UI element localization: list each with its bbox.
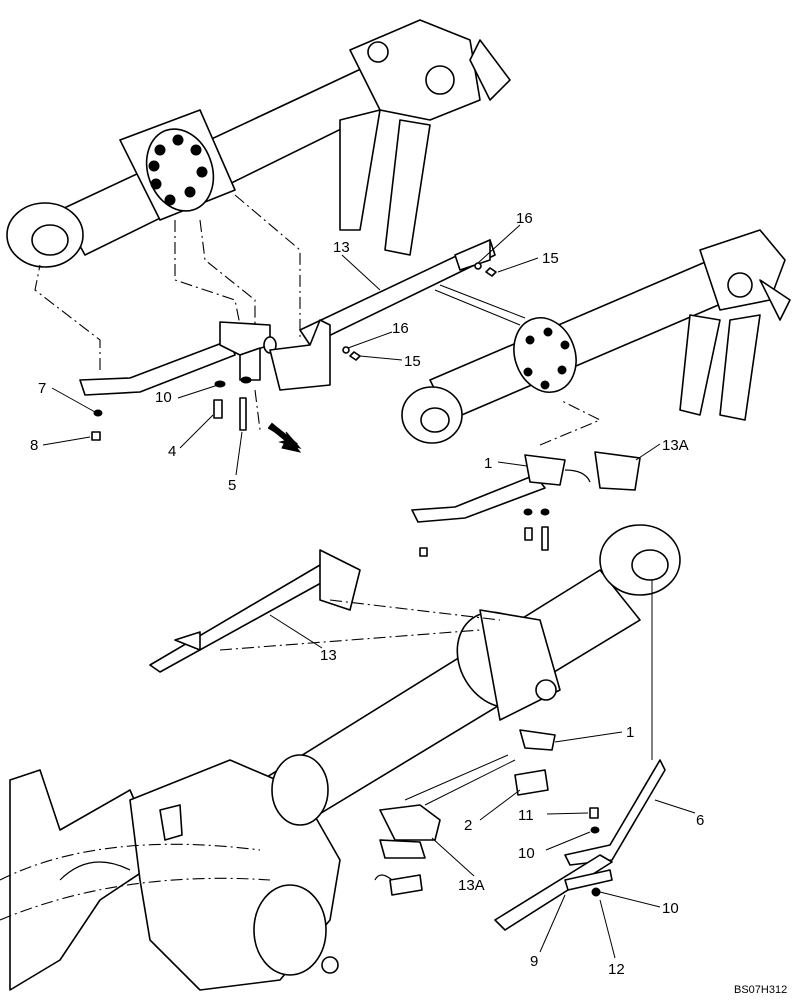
callout-6: 6 xyxy=(696,812,704,829)
callout-10: 10 xyxy=(662,900,679,917)
callout-15: 15 xyxy=(542,250,559,267)
lower-right-parts xyxy=(374,580,666,931)
direction-arrow-icon xyxy=(267,422,302,453)
callouts: 7 8 10 4 5 13 16 15 16 15 1 13A 13 1 2 1… xyxy=(30,210,704,978)
right-cylinder xyxy=(401,229,791,444)
frame-structure xyxy=(0,754,341,991)
callout-5: 5 xyxy=(228,477,236,494)
callout-9: 9 xyxy=(530,953,538,970)
callout-8: 8 xyxy=(30,437,38,454)
callout-16: 16 xyxy=(392,320,409,337)
upper-left-bracket xyxy=(79,321,277,396)
callout-15: 15 xyxy=(404,353,421,370)
callout-1: 1 xyxy=(626,724,634,741)
callout-13: 13 xyxy=(320,647,337,664)
callout-16: 16 xyxy=(516,210,533,227)
callout-2: 2 xyxy=(464,817,472,834)
callout-13: 13 xyxy=(333,239,350,256)
lower-cylinder xyxy=(229,524,681,851)
callout-4: 4 xyxy=(168,443,176,460)
arm-13-upper xyxy=(269,239,496,391)
callout-12: 12 xyxy=(608,961,625,978)
callout-13A: 13A xyxy=(662,437,689,454)
right-bracket xyxy=(411,399,641,557)
lower-arm-13 xyxy=(149,549,501,673)
connector-line xyxy=(439,284,526,319)
reference-code: BS07H312 xyxy=(734,984,787,996)
upper-left-cylinder xyxy=(6,19,511,268)
callout-13A: 13A xyxy=(458,877,485,894)
connector-line xyxy=(434,289,521,326)
callout-11: 11 xyxy=(518,807,534,824)
callout-1: 1 xyxy=(484,455,492,472)
callout-7: 7 xyxy=(38,380,46,397)
callout-10: 10 xyxy=(155,389,172,406)
callout-10: 10 xyxy=(518,845,535,862)
upper-left-hardware xyxy=(91,262,497,441)
upper-left-dash-lines xyxy=(34,194,301,431)
